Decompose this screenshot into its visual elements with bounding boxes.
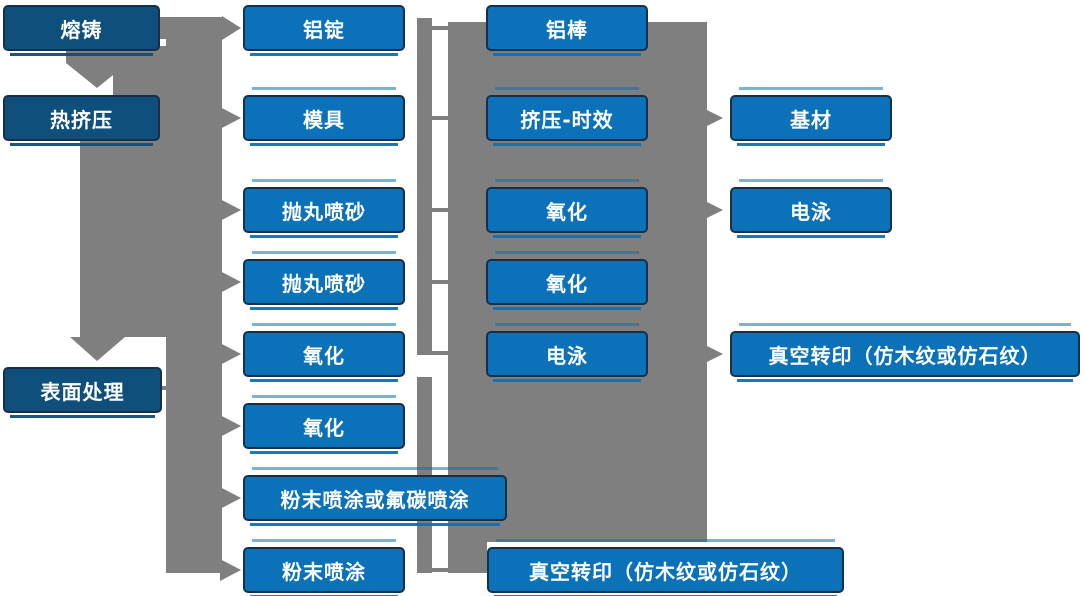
node-aluminum-rod: 铝棒 (486, 5, 648, 56)
arrow-to-powder-coating-icon (220, 559, 241, 581)
node-hot-extrusion: 热挤压 (3, 95, 160, 146)
node-shot-blasting-2: 抛丸喷砂 (243, 251, 405, 310)
arrow-to-shot-blasting-1-icon (220, 199, 241, 221)
bridge-row1 (430, 26, 450, 30)
node-electrophoresis-1: 电泳 (486, 323, 648, 382)
node-oxidation-3: 氧化 (486, 179, 648, 238)
node-surface-treatment: 表面处理 (3, 367, 162, 418)
node-shot-blasting-1: 抛丸喷砂 (243, 179, 405, 238)
bridge-row2 (430, 116, 450, 120)
arrow-to-powder-fluorocarbon-icon (220, 487, 241, 509)
arrow-to-oxidation-2-icon (220, 415, 241, 437)
bridge-row4 (430, 280, 450, 284)
arrow-to-electrophoresis-2-icon (705, 201, 723, 219)
node-powder-or-fluorocarbon-coating: 粉末喷涂或氟碳喷涂 (243, 467, 507, 526)
node-melting: 熔铸 (3, 5, 160, 56)
node-base-material: 基材 (730, 87, 892, 146)
node-oxidation-2: 氧化 (243, 395, 405, 454)
node-vacuum-transfer-1: 真空转印（仿木纹或仿石纹） (487, 539, 844, 596)
arrow-to-base-material-icon (705, 109, 723, 127)
arrow-to-oxidation-1-icon (220, 343, 241, 365)
down-arrow-to-hot-extrusion-icon (66, 63, 128, 88)
arrow-to-aluminum-ingot-icon (222, 16, 241, 40)
connector-big-block-foot (448, 542, 487, 573)
node-aluminum-ingot: 铝锭 (243, 5, 405, 56)
bridge-row3 (430, 208, 450, 212)
connector-surface-treatment-stub (160, 386, 172, 390)
connector-mid-band (166, 17, 222, 573)
node-oxidation-1: 氧化 (243, 323, 405, 382)
arrow-to-mold-icon (220, 107, 241, 129)
node-extrusion-aging: 挤压-时效 (486, 87, 648, 146)
connector-col2-col3-bar-upper (417, 18, 432, 355)
bridge-row5 (430, 351, 450, 355)
down-arrow-to-surface-treatment-icon (70, 337, 125, 361)
bridge-row8 (430, 568, 450, 572)
arrow-to-shot-blasting-2-icon (220, 271, 241, 293)
node-electrophoresis-2: 电泳 (730, 179, 892, 238)
arrow-to-vacuum-transfer-2-icon (705, 345, 723, 363)
node-vacuum-transfer-2: 真空转印（仿木纹或仿石纹） (730, 323, 1080, 382)
node-oxidation-4: 氧化 (486, 251, 648, 310)
node-powder-coating: 粉末喷涂 (243, 539, 405, 596)
node-mold: 模具 (243, 87, 405, 146)
